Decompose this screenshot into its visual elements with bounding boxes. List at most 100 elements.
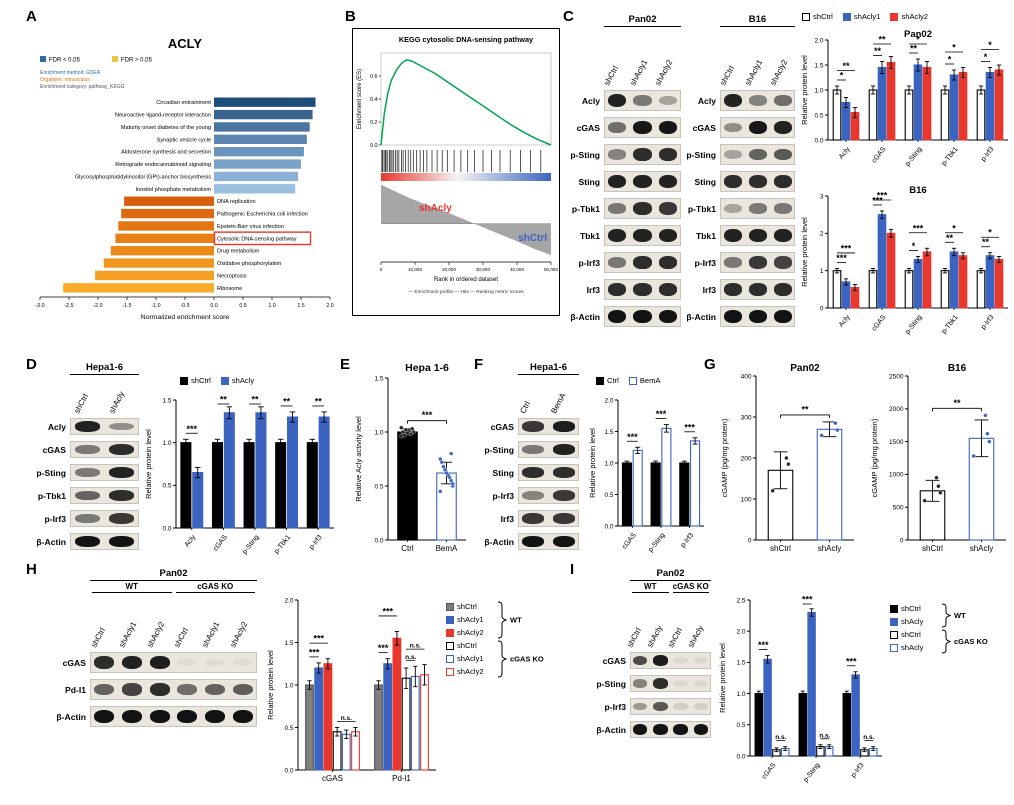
- x-tick-label: 40,000: [510, 267, 524, 272]
- protein-band: [748, 148, 767, 161]
- bar: [341, 733, 351, 771]
- protein-band: [748, 175, 767, 188]
- protein-band: [633, 148, 652, 161]
- y-tick-label: 1.0: [736, 691, 745, 698]
- group-underline: [175, 592, 255, 593]
- protein-band: [773, 203, 792, 214]
- bar: [323, 663, 333, 771]
- y-tick-label: 1.5: [814, 62, 823, 69]
- protein-band: [748, 203, 767, 214]
- lane-label: Ctrl: [518, 399, 533, 416]
- legend-item: shCtrl: [446, 600, 566, 613]
- x-tick-label: Acly: [838, 314, 852, 329]
- x-tick-label: 0.0: [210, 303, 217, 309]
- lane-label: shAcly: [645, 624, 665, 650]
- nes-bar: [214, 122, 310, 132]
- protein-band: [653, 724, 668, 735]
- pathway-label: Aldosterone synthesis and secretion: [121, 150, 211, 156]
- sig-label: **: [251, 395, 259, 405]
- y-axis-label: cGAMP (pg/mg protein): [870, 418, 879, 497]
- group-label: cGAS KO: [672, 582, 709, 591]
- y-tick-label: 0.5: [736, 722, 745, 729]
- chart-title: Hepa 1-6: [405, 362, 449, 374]
- data-point: [400, 429, 405, 435]
- y-tick-label: 300: [741, 414, 752, 421]
- data-point: [786, 462, 791, 467]
- y-tick-label: 200: [741, 455, 752, 462]
- y-tick-label: 1.0: [604, 460, 613, 467]
- sig-label: n.s.: [405, 654, 416, 661]
- x-tick-label: 0.5: [239, 303, 246, 309]
- sig-label: **: [874, 46, 882, 56]
- panel-c-label: C: [563, 8, 574, 25]
- title-underline: [70, 374, 139, 375]
- y-tick-label: 2500: [889, 373, 904, 380]
- y-axis-label: Relative Acly activity level: [354, 416, 363, 502]
- bar: [410, 675, 420, 771]
- lane-label: shAcly1: [200, 620, 222, 650]
- blot-title: Pan02: [159, 568, 188, 579]
- legend-swatch: [446, 615, 454, 624]
- y-tick-label: 3: [820, 193, 824, 200]
- bar: [913, 64, 923, 141]
- lane-label: shCtrl: [717, 64, 736, 88]
- bar: [689, 440, 701, 527]
- data-point: [784, 455, 789, 461]
- protein-band: [773, 283, 792, 296]
- lane-label: shCtrl: [665, 626, 684, 650]
- protein-band: [693, 680, 709, 687]
- sig-label: ***: [382, 606, 393, 616]
- protein-band: [632, 655, 648, 666]
- sig-label: *: [840, 71, 844, 81]
- group-underline: [92, 592, 172, 593]
- x-tick-label: -3.0: [35, 303, 44, 309]
- x-tick-label: shAcly: [970, 544, 994, 553]
- nes-bar: [118, 221, 214, 231]
- x-axis-label: Rank in ordered dataset: [434, 277, 498, 283]
- bar: [949, 251, 959, 309]
- protein-band: [109, 422, 135, 431]
- nes-bar: [63, 283, 215, 293]
- y-axis-label: Relative protein level: [718, 643, 727, 713]
- protein-label: cGAS: [692, 122, 716, 133]
- title-underline: [720, 26, 795, 27]
- protein-band: [723, 93, 742, 107]
- protein-band: [723, 122, 742, 133]
- legend-item: shAcly1: [842, 10, 880, 23]
- protein-label: Tbk1: [695, 230, 716, 241]
- legend-label: shAcly1: [457, 654, 484, 663]
- protein-band: [149, 655, 170, 670]
- protein-band: [673, 703, 688, 710]
- protein-label: p-Irf3: [694, 257, 716, 268]
- negative-phenotype-label: shCtrl: [518, 233, 547, 244]
- sig-label: ***: [802, 595, 813, 605]
- y-axis-label: Relative protein level: [588, 428, 597, 498]
- protein-band: [607, 203, 627, 214]
- protein-band: [522, 491, 545, 500]
- bar: [851, 674, 860, 757]
- data-point: [987, 439, 992, 444]
- sig-label: **: [315, 396, 323, 406]
- y-tick-label: 0.0: [736, 753, 745, 760]
- protein-label: Acly: [581, 95, 600, 106]
- sig-label: ***: [656, 409, 667, 419]
- data-point: [936, 484, 941, 489]
- sig-label: *: [988, 40, 992, 50]
- x-tick-label: p-Tbk1: [941, 314, 960, 336]
- sig-label: n.s.: [819, 732, 830, 739]
- nes-bar: [214, 171, 299, 182]
- legend-swatch: [842, 12, 851, 21]
- y-tick-label: 2.0: [284, 597, 293, 604]
- pathway-label: Retrograde endocannabinoid signaling: [115, 162, 211, 168]
- bar: [976, 89, 986, 141]
- lane-label: shAcly1: [742, 58, 764, 88]
- protein-band: [723, 309, 742, 324]
- bar: [994, 258, 1004, 309]
- y-tick-label: 0.0: [162, 525, 171, 532]
